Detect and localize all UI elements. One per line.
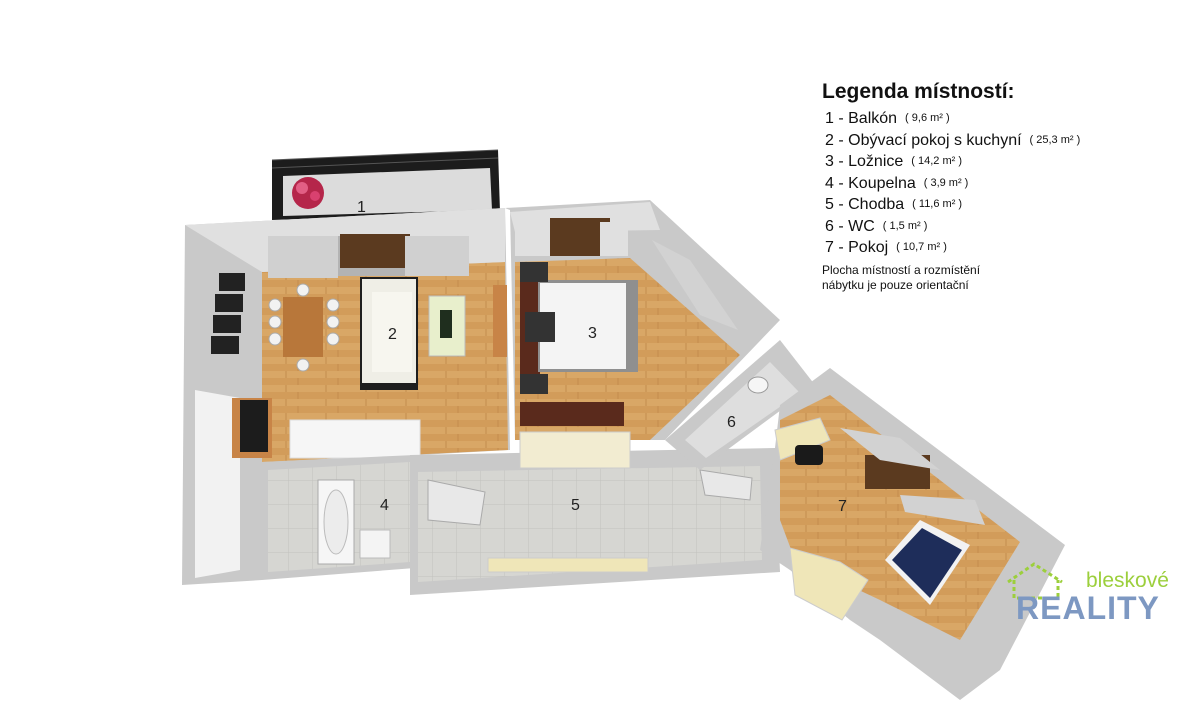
room-number-3: 3 <box>588 325 597 342</box>
flower-pot-icon <box>292 177 324 209</box>
room-bedroom: 3 <box>505 200 780 440</box>
room-legend: Legenda místností: 1 - Balkón( 9,6 m² ) … <box>822 80 1192 293</box>
house-outline-icon <box>1007 562 1063 600</box>
room-bathroom: 4 <box>262 455 415 580</box>
legend-item: 1 - Balkón ( 9,6 m² ) <box>822 108 1192 130</box>
legend-item-label: 4 - Koupelna <box>825 174 916 192</box>
room-number-5: 5 <box>571 497 580 514</box>
room-balcony: 1 <box>271 149 500 220</box>
legend-title: Legenda místností: <box>822 80 1015 103</box>
room-pokoj: 7 <box>760 368 1065 700</box>
legend-item-area: ( 1,5 m² ) <box>882 219 928 232</box>
legend-item-label: 7 - Pokoj <box>825 239 889 256</box>
office-chair <box>795 445 823 465</box>
legend-item-area: ( 10,7 m² ) <box>896 241 947 253</box>
room-living-kitchen: 2 <box>182 208 510 585</box>
room-number-1: 1 <box>357 199 366 216</box>
room-hallway: 5 <box>410 431 780 595</box>
legend-note: Plocha místností a rozmístění nábytku je… <box>822 263 1192 293</box>
room-number-2: 2 <box>388 326 397 343</box>
legend-item-area: ( 14,2 m² ) <box>911 155 962 167</box>
legend-item-area: ( 9,6 m² ) <box>905 112 950 124</box>
legend-note-line: Plocha místností a rozmístění <box>822 262 981 277</box>
brand-logo: bleskové REALITY <box>1006 560 1176 630</box>
legend-item: 7 - Pokoj ( 10,7 m² ) <box>822 237 1192 259</box>
legend-item-area: ( 3,9 m² ) <box>923 176 969 189</box>
legend-item: 5 - Chodba ( 11,6 m² ) <box>822 194 1192 216</box>
legend-item: 3 - Ložnice ( 14,2 m² ) <box>822 151 1192 173</box>
brand-name-bottom: REALITY <box>1016 590 1160 626</box>
legend-item-label: 2 - Obývací pokoj s kuchyní <box>825 131 1022 149</box>
toilet-icon <box>747 376 769 394</box>
dining-table <box>283 297 323 357</box>
room-number-4: 4 <box>380 497 389 514</box>
legend-item-area: ( 11,6 m² ) <box>912 198 963 210</box>
legend-item-label: 3 - Ložnice <box>825 153 904 170</box>
legend-item-area: ( 25,3 m² ) <box>1029 133 1081 146</box>
legend-item: 6 - WC ( 1,5 m² ) <box>822 216 1192 238</box>
legend-note-line: nábytku je pouze orientační <box>822 277 969 292</box>
legend-item-label: 6 - WC <box>825 217 875 235</box>
brand-name-top: bleskové <box>1086 569 1169 592</box>
legend-item: 2 - Obývací pokoj s kuchyní ( 25,3 m² ) <box>822 130 1192 152</box>
cooktop <box>240 400 268 452</box>
room-number-6: 6 <box>727 414 736 431</box>
legend-item: 4 - Koupelna ( 3,9 m² ) <box>822 173 1192 195</box>
legend-item-label: 1 - Balkón <box>825 110 898 127</box>
room-number-7: 7 <box>838 498 847 515</box>
room-wc: 6 <box>665 340 815 470</box>
legend-item-label: 5 - Chodba <box>825 196 905 213</box>
